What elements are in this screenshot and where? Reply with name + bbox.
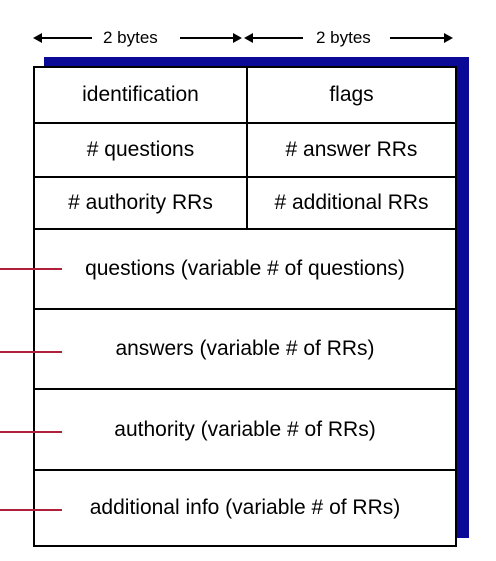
authority-rrs-field: # authority RRs: [68, 191, 213, 214]
authority-section: authority (variable # of RRs): [114, 417, 376, 441]
identification-field: identification: [82, 83, 199, 106]
additional-rrs-field: # additional RRs: [274, 191, 429, 214]
row-divider-4: [35, 308, 455, 310]
row-divider-6: [35, 469, 455, 471]
authority-leader-line: [0, 431, 62, 433]
additional-leader-line: [0, 509, 62, 511]
answer-rrs-field: # answer RRs: [285, 138, 418, 161]
answers-leader-line: [0, 351, 62, 353]
left-arrow-start-icon: [33, 33, 42, 43]
right-arrow-line-2: [390, 37, 446, 39]
dns-message-format-table: identification flags # questions # answe…: [33, 66, 457, 547]
left-arrow-end-icon: [233, 33, 242, 43]
right-arrow-line: [251, 37, 303, 39]
right-byte-label: 2 bytes: [316, 28, 371, 47]
row-divider-3: [35, 228, 455, 230]
flags-field: flags: [329, 83, 374, 106]
row-divider-5: [35, 388, 455, 390]
additional-info-section: additional info (variable # of RRs): [89, 496, 401, 519]
column-divider: [246, 68, 248, 230]
answers-section: answers (variable # of RRs): [115, 337, 375, 360]
left-byte-label: 2 bytes: [103, 28, 158, 47]
questions-leader-line: [0, 268, 62, 270]
row-divider-1: [35, 122, 455, 124]
questions-section: questions (variable # of questions): [85, 257, 405, 280]
left-arrow-line: [40, 37, 92, 39]
byte-width-header: 2 bytes 2 bytes: [0, 26, 496, 50]
row-divider-2: [35, 176, 455, 178]
right-arrow-end-icon: [444, 33, 453, 43]
right-arrow-start-icon: [244, 33, 253, 43]
left-arrow-line-2: [180, 37, 235, 39]
questions-count-field: # questions: [86, 138, 195, 161]
